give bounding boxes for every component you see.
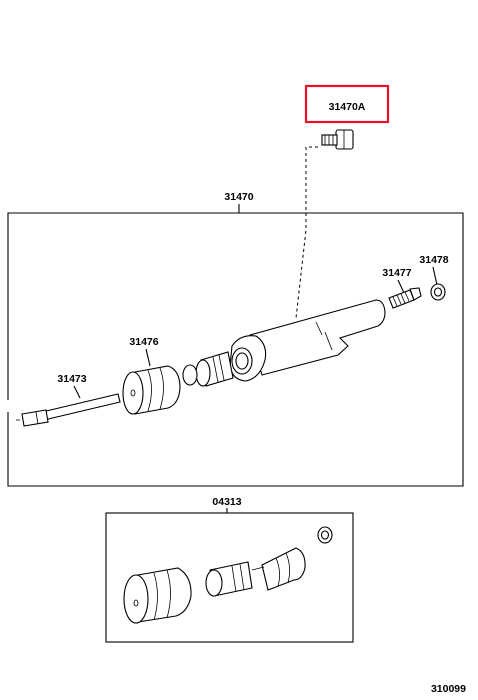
label-31470[interactable]: 31470 xyxy=(224,191,253,203)
kit-cap-part xyxy=(317,526,333,544)
leader-31476 xyxy=(145,348,151,367)
leader-31478 xyxy=(432,266,438,286)
label-31470A[interactable]: 31470A xyxy=(329,101,366,113)
label-31477[interactable]: 31477 xyxy=(382,267,411,279)
highlight-box[interactable] xyxy=(304,84,390,124)
label-31473[interactable]: 31473 xyxy=(57,373,86,385)
kit-boot-part xyxy=(123,567,192,624)
piston-cup-part xyxy=(182,351,234,387)
push-rod-part xyxy=(16,393,121,427)
bolt-part xyxy=(321,129,354,150)
assembly-frame xyxy=(7,212,464,487)
leader-31473 xyxy=(73,385,81,399)
boot-part xyxy=(122,365,181,415)
kit-frame xyxy=(105,512,354,643)
label-31476[interactable]: 31476 xyxy=(129,336,158,348)
dust-cap-part xyxy=(430,283,446,301)
bleeder-screw-part xyxy=(388,287,422,309)
figure-id: 310099 xyxy=(431,683,466,695)
leader-31477 xyxy=(397,279,405,294)
label-04313[interactable]: 04313 xyxy=(212,496,241,508)
cylinder-body-part xyxy=(229,299,386,382)
leader-dashed-line xyxy=(295,146,318,319)
label-31478[interactable]: 31478 xyxy=(419,254,448,266)
kit-piston-part xyxy=(205,547,306,597)
